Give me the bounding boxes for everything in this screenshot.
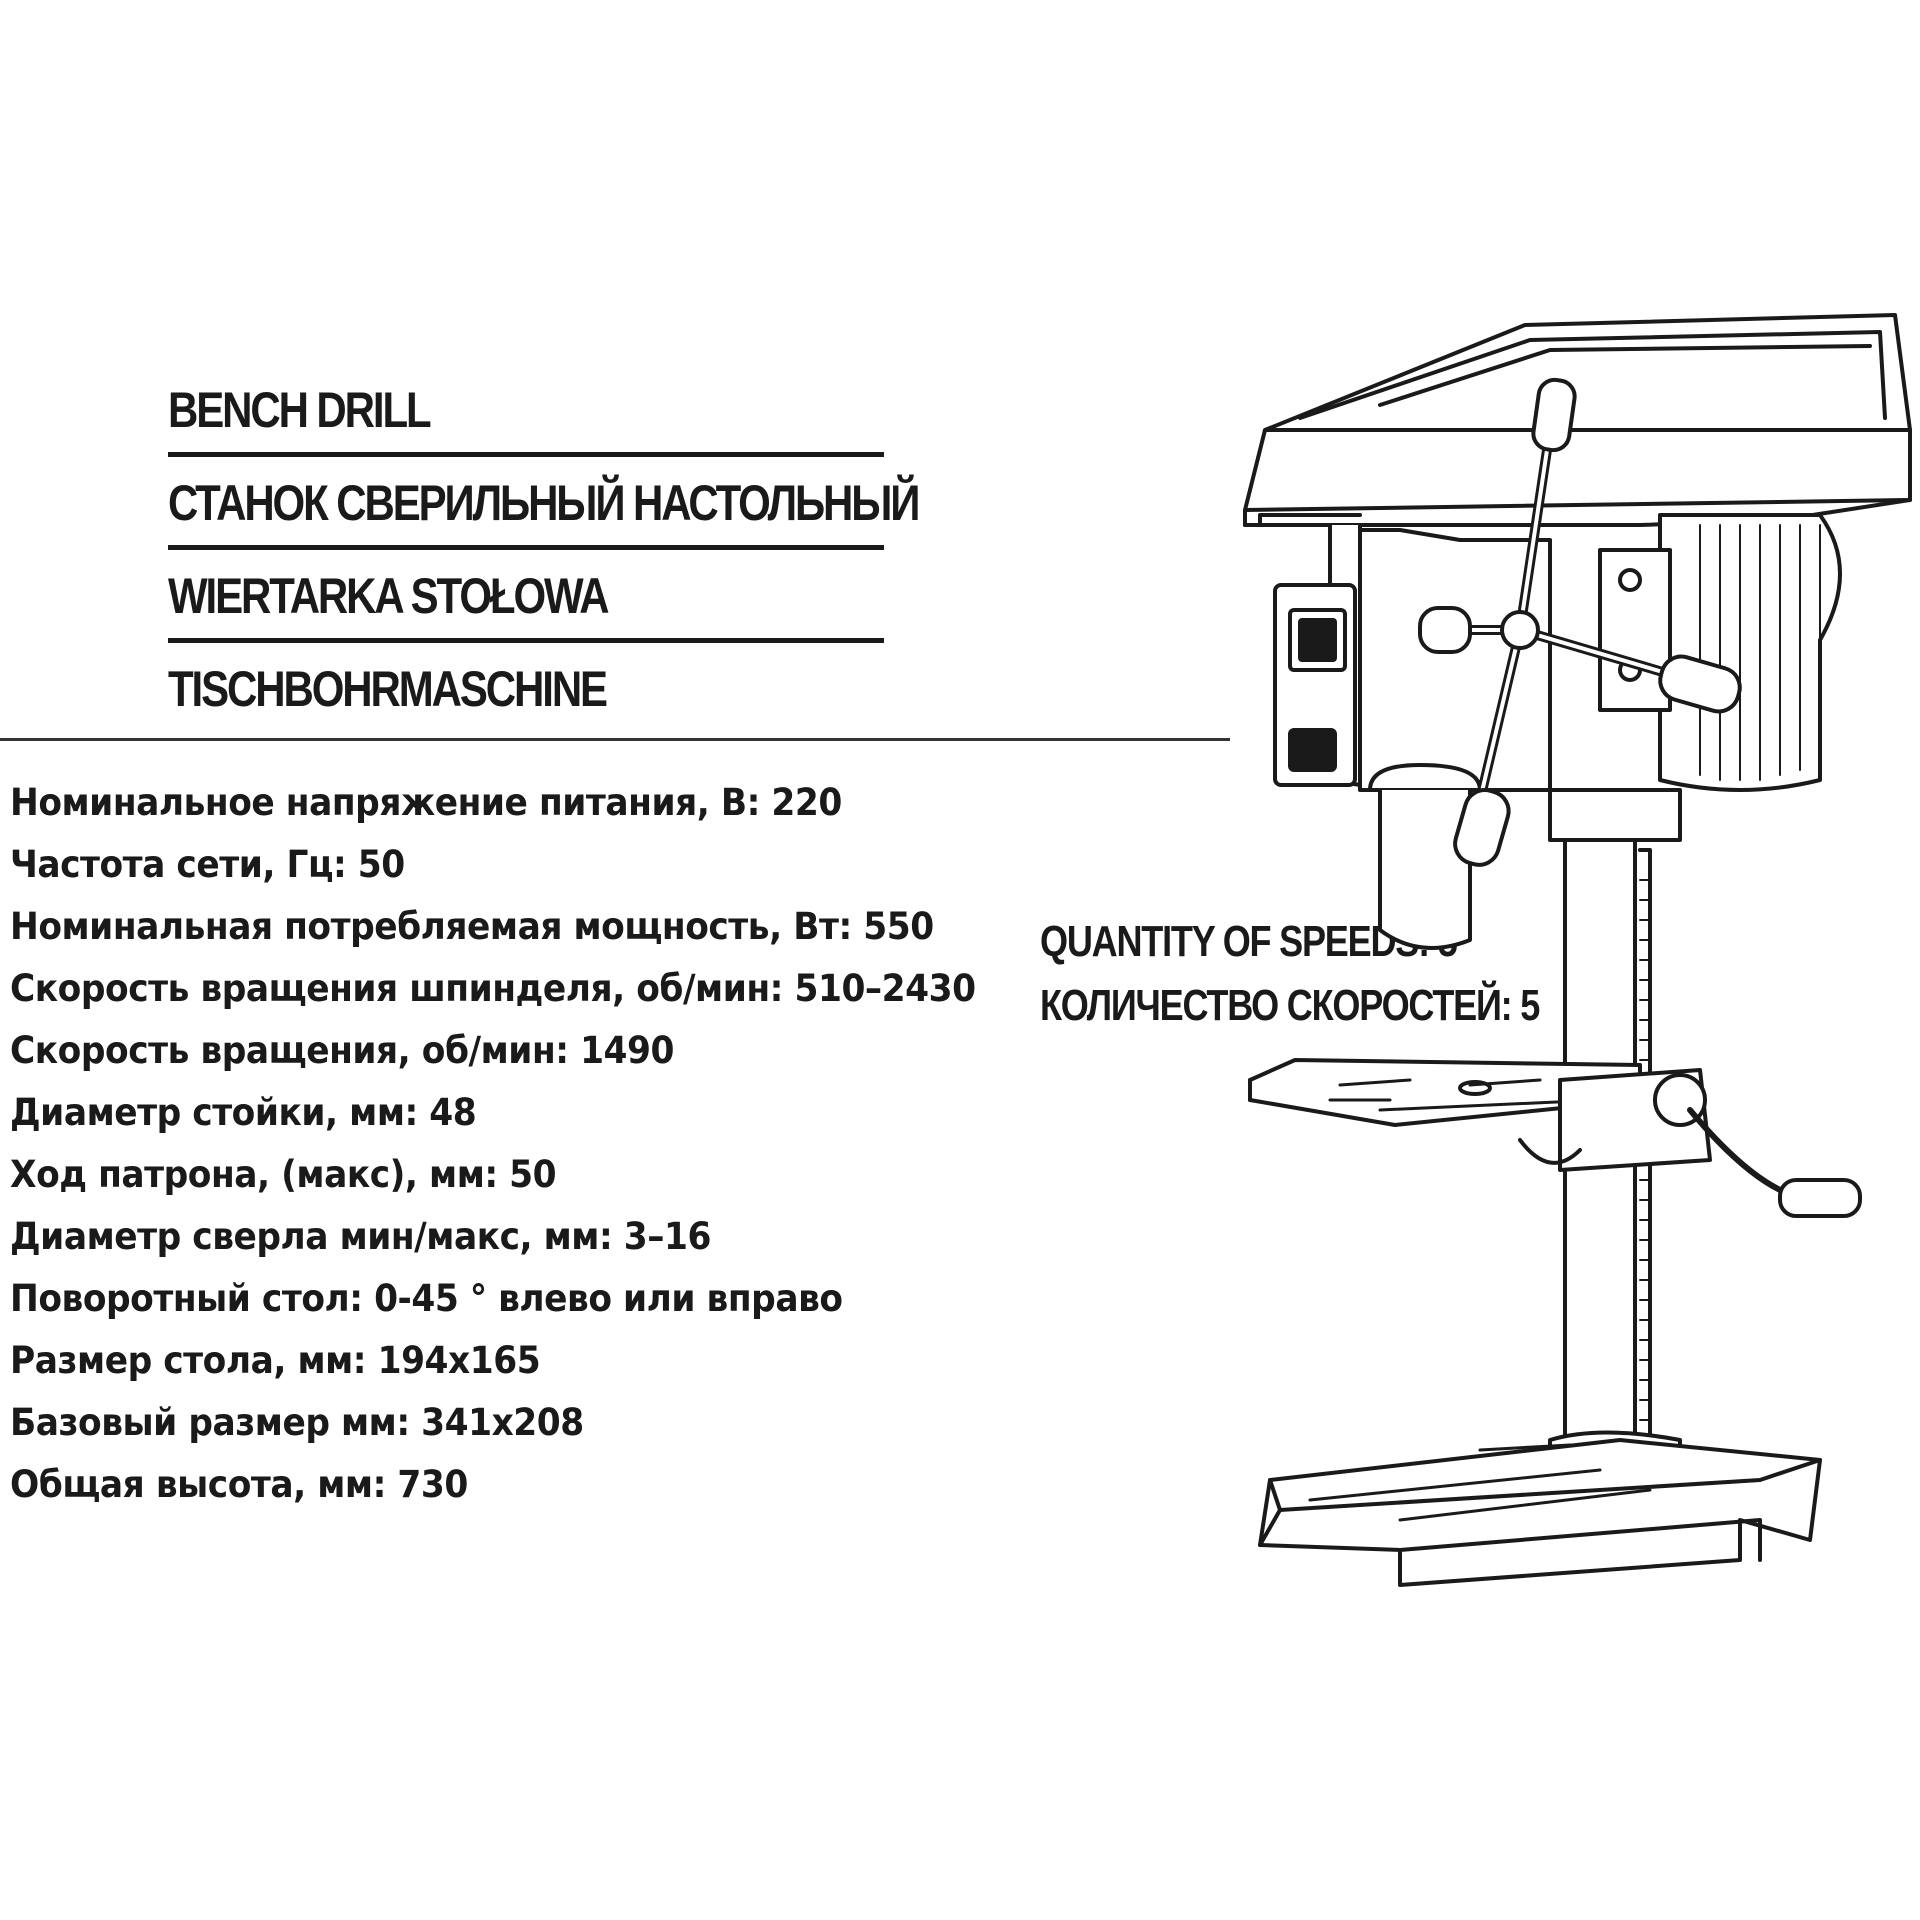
spec-total-height: Общая высота, мм: 730 xyxy=(10,1463,468,1506)
spec-chuck-travel: Ход патрона, (макс), мм: 50 xyxy=(10,1153,557,1196)
section-divider xyxy=(0,738,1230,741)
title-divider xyxy=(168,452,884,457)
spec-table-size: Размер стола, мм: 194x165 xyxy=(10,1339,541,1382)
spec-voltage: Номинальное напряжение питания, В: 220 xyxy=(10,781,842,824)
title-divider xyxy=(168,545,884,550)
title-pl: WIERTARKA STOŁOWA xyxy=(168,568,610,624)
title-block: BENCH DRILL СТАНОК СВЕРИЛЬНЫЙ НАСТОЛЬНЫЙ… xyxy=(168,380,921,719)
spec-rotation-speed: Скорость вращения, об/мин: 1490 xyxy=(10,1029,674,1072)
spec-frequency: Частота сети, Гц: 50 xyxy=(10,843,405,886)
bench-drill-illustration xyxy=(1243,313,1912,1587)
title-de: TISCHBOHRMASCHINE xyxy=(168,661,608,717)
spec-power: Номинальная потребляемая мощность, Вт: 5… xyxy=(10,905,934,948)
spec-table-tilt: Поворотный стол: 0-45 ° влево или вправо xyxy=(10,1277,843,1320)
spec-spindle-speed: Скорость вращения шпинделя, об/мин: 510–… xyxy=(10,967,976,1010)
spec-list: Номинальное напряжение питания, В: 220 Ч… xyxy=(10,772,1048,1516)
title-divider xyxy=(168,638,884,643)
title-ru: СТАНОК СВЕРИЛЬНЫЙ НАСТОЛЬНЫЙ xyxy=(168,475,921,531)
spec-column-diameter: Диаметр стойки, мм: 48 xyxy=(10,1091,477,1134)
spec-base-size: Базовый размер мм: 341x208 xyxy=(10,1401,584,1444)
spec-drill-diameter: Диаметр сверла мин/макс, мм: 3–16 xyxy=(10,1215,711,1258)
speeds-ru: КОЛИЧЕСТВО СКОРОСТЕЙ: 5 xyxy=(1040,981,1540,1030)
title-en: BENCH DRILL xyxy=(168,382,432,438)
